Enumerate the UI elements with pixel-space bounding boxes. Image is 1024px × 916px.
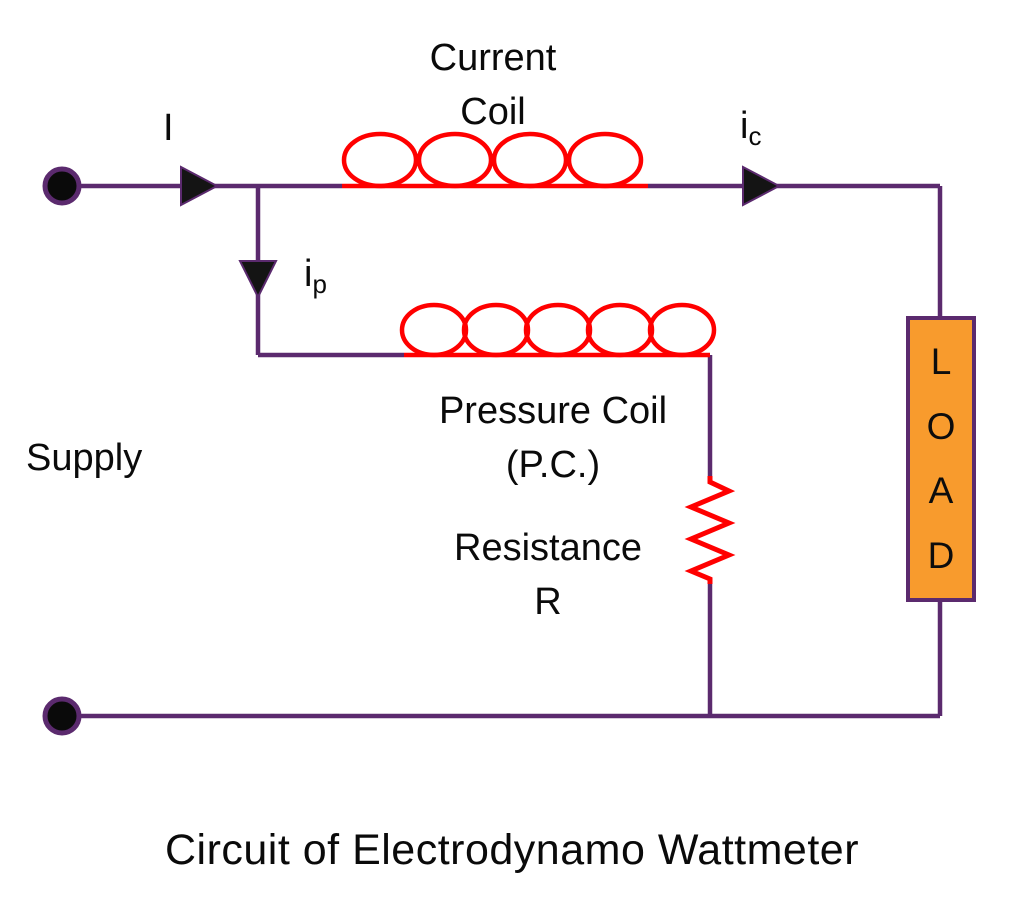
ip-label: ip [304,248,327,302]
current-coil-label: Current Coil [429,37,557,133]
pressure-coil-label: Pressure Coil (P.C.) [438,390,668,486]
current-coil-loop [341,131,419,189]
pressure-coil-loop [461,302,531,358]
resistance-label: Resistance R [454,527,642,623]
arrow-ip-icon [238,260,278,300]
ic-label-base: i [740,105,749,147]
pressure-coil [399,302,717,358]
line-current-label: I [163,107,174,149]
load-label: L O A D [908,318,974,600]
ic-label-sub: c [748,121,762,151]
supply-terminal-bottom [42,696,82,736]
arrow-ic-icon [742,165,782,207]
pressure-coil-loop [399,302,469,358]
arrow-line-current-icon [180,165,220,207]
diagram-title: Circuit of Electrodynamo Wattmeter [164,826,860,874]
current-coil-loop [416,131,494,189]
current-coil-loop [491,131,569,189]
supply-terminal-top [42,166,82,206]
load-box [906,316,976,602]
resistor-zigzag [684,476,736,584]
ip-label-sub: p [312,269,327,299]
pressure-coil-loop [647,302,717,358]
load-letter: O [926,405,956,447]
ip-label-base: i [304,253,313,295]
pressure-coil-loop [523,302,593,358]
current-coil [341,131,648,189]
ic-label: ic [740,100,761,154]
load-letter: A [928,470,954,512]
current-coil-loop [566,131,644,189]
load-letter: L [930,340,952,382]
load-letter: D [927,535,955,577]
pressure-coil-loop [585,302,655,358]
supply-label: Supply [26,437,143,479]
